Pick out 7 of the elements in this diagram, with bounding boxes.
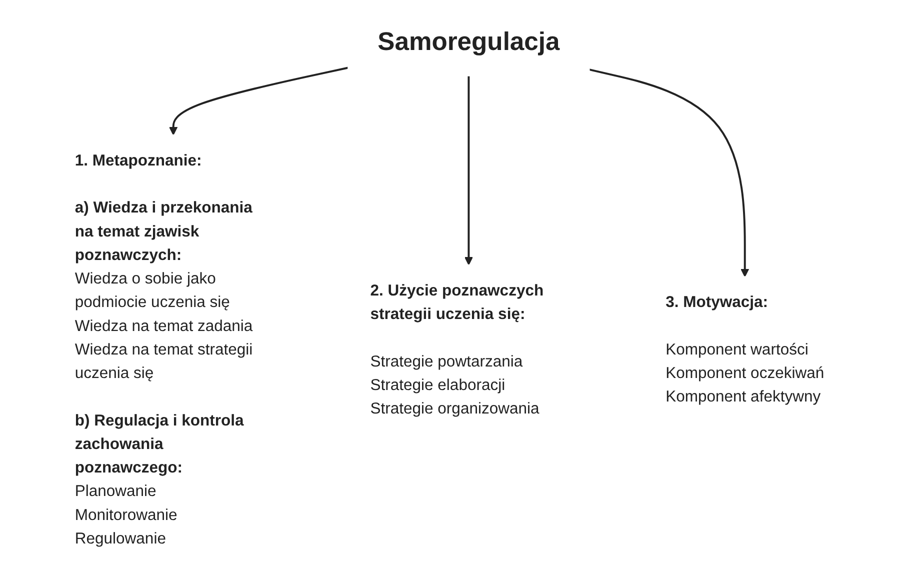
node-text: Samoregulacja: [377, 26, 560, 56]
arrow: [464, 76, 473, 266]
node-text: 1. Metapoznanie: a) Wiedza i przekonania na temat zjawisk poznawczych: Wiedza o sobie jako podmiocie uczenia się Wiedza na temat zadania Wiedza na temat strategii uczenia się b) Regulacja i kontrola zachowania poznawczego: Planowanie Monitorowanie Regulowanie: [74, 152, 252, 548]
node-text: 2. Użycie poznawczych strategii uczenia się: Strategie powtarzania Strategie elaboracji Strategie organizowania: [370, 282, 544, 418]
node-text: 3. Motywacja: Komponent wartości Komponent oczekiwań Komponent afektywny: [665, 294, 824, 406]
arrow: [168, 66, 348, 136]
arrow: [588, 68, 749, 278]
